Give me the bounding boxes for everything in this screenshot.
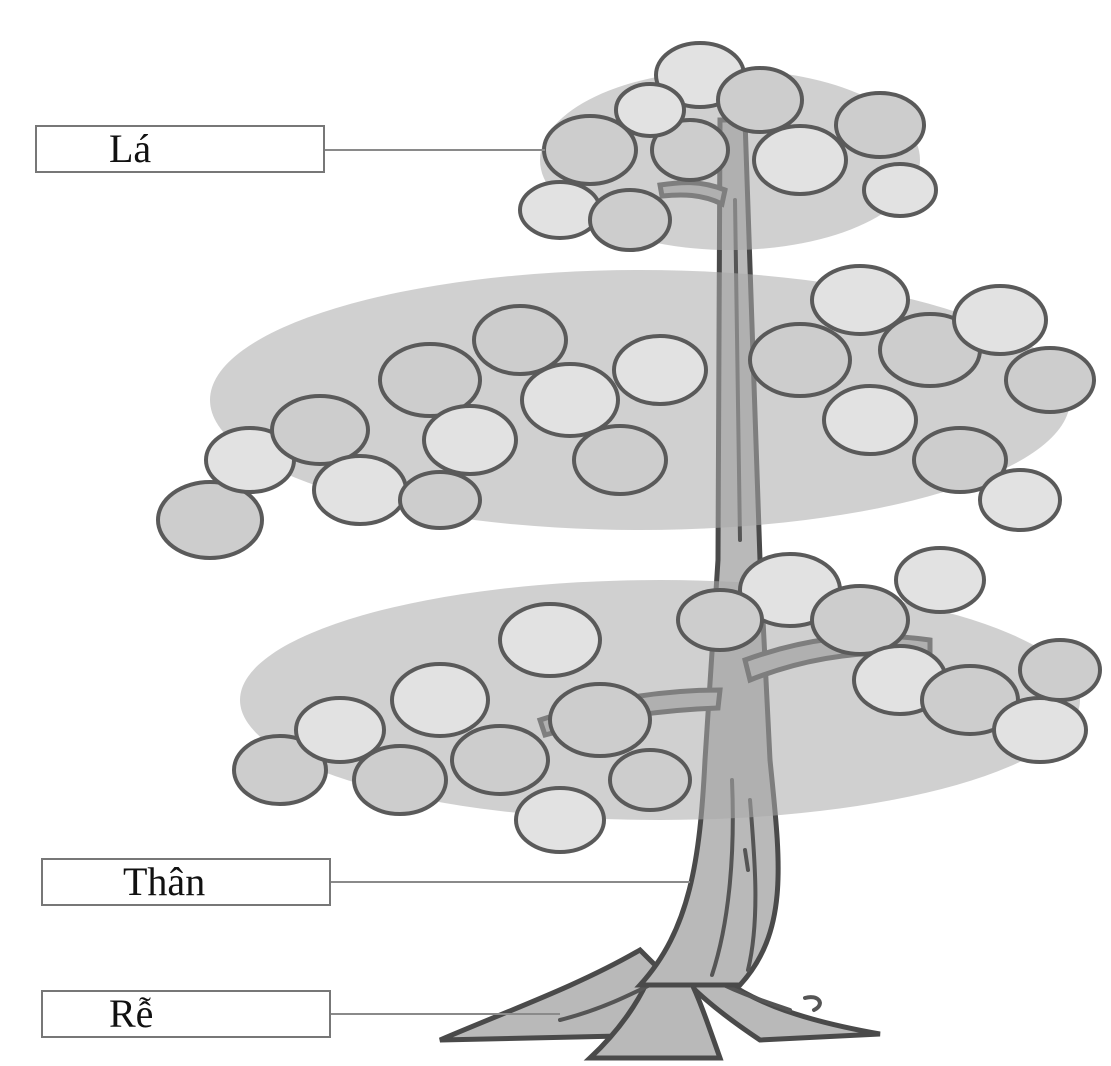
label-box-trunk[interactable]: Thân xyxy=(41,858,331,906)
label-trunk-text: Thân xyxy=(123,859,206,904)
label-leaf-text: Lá xyxy=(109,126,152,171)
foliage-lower xyxy=(232,546,1102,854)
label-root-text: Rễ xyxy=(109,991,154,1036)
label-box-leaf[interactable]: Lá xyxy=(35,125,325,173)
label-box-root[interactable]: Rễ xyxy=(41,990,331,1038)
foliage-middle xyxy=(156,264,1096,560)
foliage-top xyxy=(518,41,938,252)
tree-roots xyxy=(439,946,881,1061)
